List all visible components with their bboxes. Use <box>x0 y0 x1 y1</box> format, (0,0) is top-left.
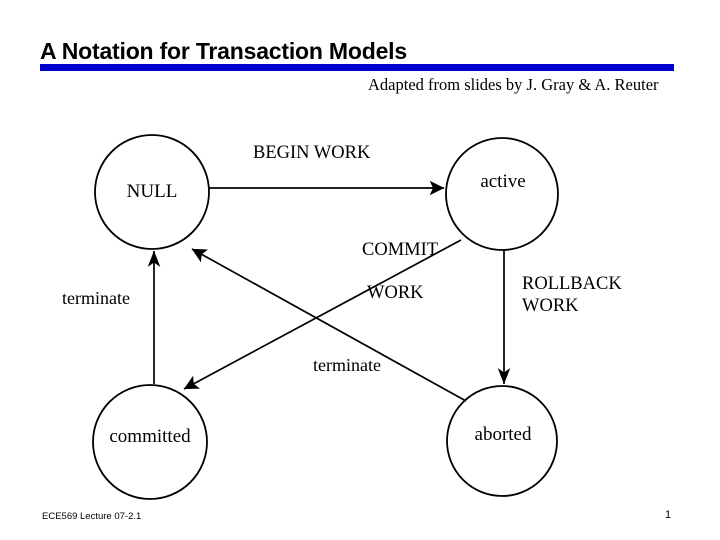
state-label-committed: committed <box>109 426 191 447</box>
state-node-aborted <box>446 385 558 497</box>
state-node-committed <box>92 384 208 500</box>
footer-page-number: 1 <box>665 509 672 521</box>
edge-label-rollback-work-line2: WORK <box>522 296 579 316</box>
transition-edge-terminate-aborted <box>191 248 467 402</box>
footer-course-label: ECE569 Lecture 07-2.1 <box>42 511 142 522</box>
state-node-null <box>94 134 210 250</box>
edge-label-commit-work-line1: COMMIT <box>362 240 439 260</box>
page-title: A Notation for Transaction Models <box>40 38 407 64</box>
state-label-aborted: aborted <box>474 424 532 445</box>
edge-label-rollback-work-line1: ROLLBACK <box>522 274 622 294</box>
edge-label-terminate-aborted: terminate <box>313 355 381 375</box>
title-underline-rule <box>40 64 674 71</box>
attribution-subtitle: Adapted from slides by J. Gray & A. Reut… <box>368 75 659 94</box>
transition-edge-commit-work <box>183 239 462 390</box>
edge-label-begin-work: BEGIN WORK <box>253 143 371 163</box>
edge-label-terminate-committed: terminate <box>62 288 130 308</box>
edge-label-commit-work-line2: WORK <box>367 283 424 303</box>
state-label-active: active <box>480 171 526 192</box>
state-node-active <box>445 137 559 251</box>
state-label-null: NULL <box>126 181 178 202</box>
